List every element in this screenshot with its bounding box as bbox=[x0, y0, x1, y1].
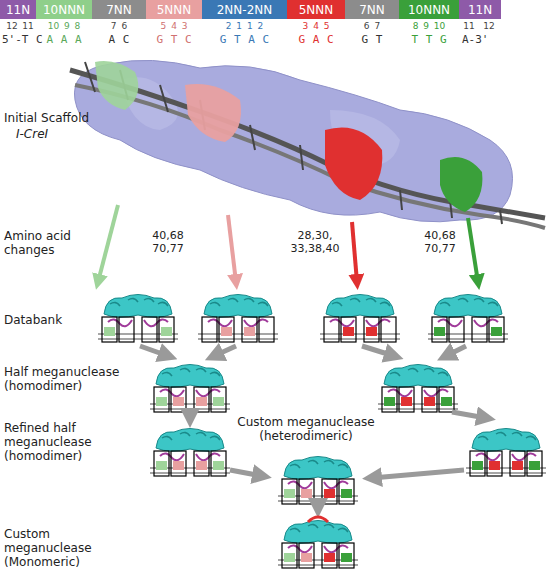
segment-label: 11N bbox=[6, 3, 30, 17]
pos-number: 7 6 bbox=[92, 21, 146, 31]
site-segment: 7NN bbox=[345, 0, 399, 19]
pos-number: 3 4 5 bbox=[287, 21, 345, 31]
segment-label: 7NN bbox=[106, 3, 132, 17]
sequence: T T G bbox=[399, 34, 459, 47]
segment-label: 5NNN bbox=[157, 3, 192, 17]
pos-number: 2 1 1 2 bbox=[202, 21, 287, 31]
row-label: Refined half meganuclease (homodimer) bbox=[4, 422, 122, 463]
sequence: A A A bbox=[36, 34, 92, 47]
site-segment: 2NN-2NN bbox=[202, 0, 287, 19]
row-label: Custom meganuclease (Monomeric) bbox=[4, 528, 140, 569]
mutation-list: 40,68 70,77 bbox=[418, 230, 462, 255]
row-label: Amino acid changes bbox=[4, 230, 82, 258]
sequence: G T C bbox=[146, 34, 202, 47]
site-segment: 7NN bbox=[92, 0, 146, 19]
sequence: 5'-T C bbox=[2, 34, 43, 47]
segment-label: 11N bbox=[468, 3, 492, 17]
row-label: Databank bbox=[4, 314, 62, 328]
pos-number: 12 bbox=[479, 21, 499, 31]
site-segment: 10NNN bbox=[36, 0, 92, 19]
segment-label: 7NN bbox=[359, 3, 385, 17]
mutation-list: 40,68 70,77 bbox=[146, 230, 190, 255]
pos-number: 5 4 3 bbox=[146, 21, 202, 31]
pos-number: 11 bbox=[20, 21, 36, 31]
site-segment: 11N bbox=[0, 0, 36, 19]
row-label: Initial Scaffold bbox=[4, 112, 89, 126]
site-segment: 10NNN bbox=[399, 0, 459, 19]
row-label: Custom meganuclease (heterodimeric) bbox=[236, 416, 376, 444]
pos-number: 11 bbox=[459, 21, 479, 31]
sequence: G T A C bbox=[202, 34, 287, 47]
segment-label: 10NNN bbox=[408, 3, 450, 17]
segment-label: 2NN-2NN bbox=[217, 3, 273, 17]
row-label: Half meganuclease (homodimer) bbox=[4, 366, 122, 394]
site-segment: 11N bbox=[459, 0, 501, 19]
sequence: G T bbox=[345, 34, 399, 47]
site-segment: 5NNN bbox=[287, 0, 345, 19]
row-label: I-CreI bbox=[16, 128, 48, 142]
mutation-list: 28,30, 33,38,40 bbox=[286, 230, 344, 255]
site-segment: 5NNN bbox=[146, 0, 202, 19]
pos-number: 6 7 bbox=[345, 21, 399, 31]
pos-number: 12 bbox=[4, 21, 20, 31]
sequence: A-3' bbox=[462, 34, 489, 47]
segment-label: 10NNN bbox=[43, 3, 85, 17]
segment-label: 5NNN bbox=[299, 3, 334, 17]
pos-number: 8 9 10 bbox=[399, 21, 459, 31]
pos-number: 10 9 8 bbox=[36, 21, 92, 31]
sequence: A C bbox=[92, 34, 146, 47]
sequence: G A C bbox=[287, 34, 345, 47]
